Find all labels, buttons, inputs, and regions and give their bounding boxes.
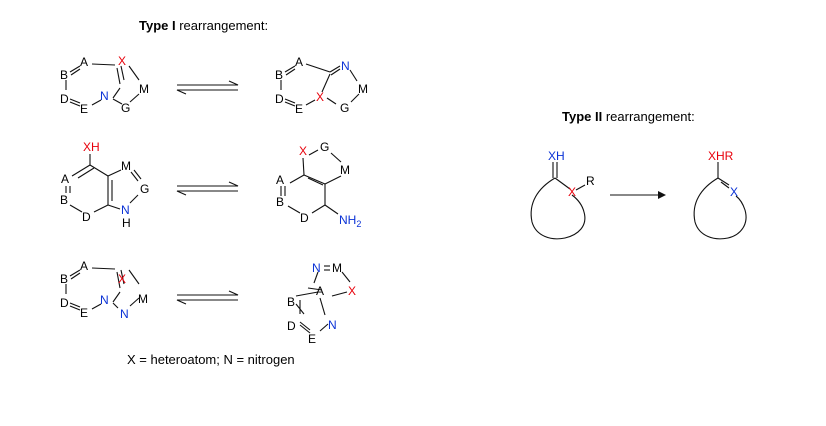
atom-A: A (316, 284, 324, 298)
atom-N: N (121, 203, 130, 217)
atom-D: D (287, 319, 296, 333)
atom-A: A (295, 55, 303, 69)
row3-reactant: B A X M N N E D (60, 259, 148, 321)
atom-D: D (60, 92, 69, 106)
atom-N: N (100, 293, 109, 307)
atom-B: B (275, 68, 283, 82)
atom-X: X (299, 144, 307, 158)
atom-X: X (316, 90, 324, 104)
equilibrium-arrow-3 (176, 290, 239, 305)
atom-X: X (118, 272, 126, 286)
atom-E: E (295, 102, 303, 116)
type-1-heading: Type I rearrangement: (139, 18, 268, 33)
atom-XH: XH (83, 140, 100, 154)
atom-G: G (340, 101, 349, 115)
atom-D: D (300, 211, 309, 225)
atom-B: B (60, 68, 68, 82)
atom-X: X (348, 284, 356, 298)
type2-product: XHR X (693, 149, 747, 240)
row2-reactant: XH M G N H A B D (60, 140, 149, 230)
type-2-heading: Type II rearrangement: (562, 109, 695, 124)
atom-B: B (60, 193, 68, 207)
atom-M: M (340, 163, 350, 177)
atom-M: M (139, 82, 149, 96)
type2-reactant: XH X R (530, 149, 595, 240)
atom-A: A (80, 55, 88, 69)
equilibrium-arrow-2 (176, 181, 239, 196)
atom-A: A (276, 173, 284, 187)
legend-caption: X = heteroatom; N = nitrogen (127, 352, 295, 367)
row3-product: N M X A B D E N (287, 261, 356, 346)
row1-product: B A N M G X E D (275, 55, 368, 116)
atom-XH: XH (548, 149, 565, 163)
atom-M: M (358, 82, 368, 96)
atom-D: D (82, 210, 91, 224)
atom-B: B (60, 272, 68, 286)
atom-G: G (121, 101, 130, 115)
atom-XHR: XHR (708, 149, 734, 163)
atom-D: D (60, 296, 69, 310)
atom-N-2: N (328, 318, 337, 332)
atom-G: G (140, 182, 149, 196)
atom-B: B (287, 295, 295, 309)
row1-reactant: B A X M G N E D (60, 54, 149, 116)
atom-X: X (118, 54, 126, 68)
atom-A: A (80, 259, 88, 273)
atom-N: N (341, 59, 350, 73)
atom-E: E (80, 306, 88, 320)
atom-D: D (275, 92, 284, 106)
atom-M: M (332, 261, 342, 275)
atom-H: H (122, 216, 131, 230)
atom-A: A (61, 172, 69, 186)
atom-N: N (312, 261, 321, 275)
atom-G: G (320, 140, 329, 154)
atom-R: R (586, 174, 595, 188)
atom-B: B (276, 195, 284, 209)
atom-NH2: NH2 (339, 213, 361, 229)
atom-N: N (100, 89, 109, 103)
row2-product: X G M A B D NH2 (276, 140, 361, 229)
atom-M: M (121, 159, 131, 173)
atom-N-2: N (120, 307, 129, 321)
atom-E: E (80, 102, 88, 116)
atom-X: X (730, 185, 738, 199)
atom-E: E (308, 332, 316, 346)
atom-X: X (568, 185, 576, 199)
atom-M: M (138, 292, 148, 306)
equilibrium-arrow-1 (176, 80, 239, 95)
